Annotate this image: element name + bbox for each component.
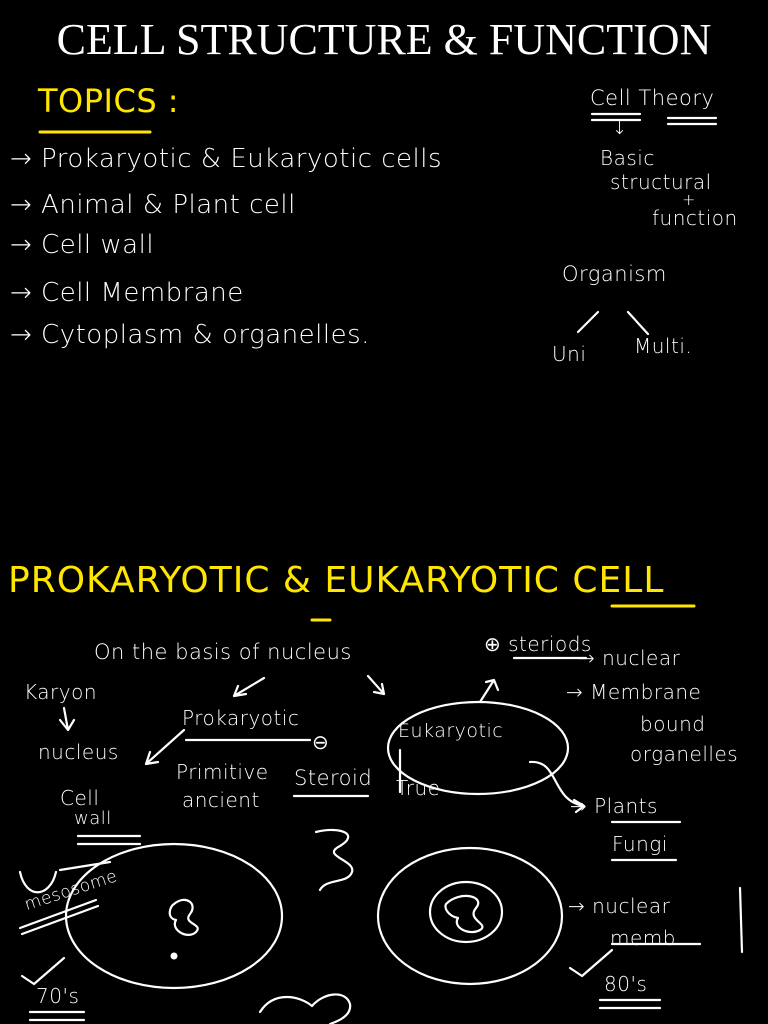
steroid-squiggle <box>316 830 352 890</box>
bottom-blob <box>260 994 350 1024</box>
eukaryotic-chromatin <box>446 896 483 932</box>
check-70s <box>22 958 64 984</box>
organism-branch-right <box>628 312 648 334</box>
mesosome-underline <box>20 900 98 934</box>
underline-70s <box>30 1012 84 1020</box>
eukaryotic-cell <box>378 848 562 984</box>
check-80s <box>570 950 612 976</box>
eukaryotic-up-arrow <box>480 680 498 702</box>
cell-theory-underline <box>592 114 716 124</box>
prokaryotic-cell <box>66 844 282 988</box>
fungi-underline <box>612 822 680 860</box>
underline-80s <box>600 1000 660 1008</box>
ribosome-dot <box>171 953 177 959</box>
prokaryotic-to-nucleus-arrow <box>146 730 184 764</box>
prokaryotic-nucleoid <box>170 900 198 935</box>
right-margin-line <box>740 888 742 952</box>
organism-branch-left <box>578 312 598 332</box>
eukaryotic-oval <box>388 702 568 794</box>
arrow-to-prokaryotic <box>234 678 264 696</box>
cell-wall-underline <box>78 836 140 844</box>
karyon-arrow <box>60 708 74 730</box>
eukaryotic-nucleus <box>430 882 502 942</box>
arrow-to-eukaryotic <box>368 676 384 694</box>
